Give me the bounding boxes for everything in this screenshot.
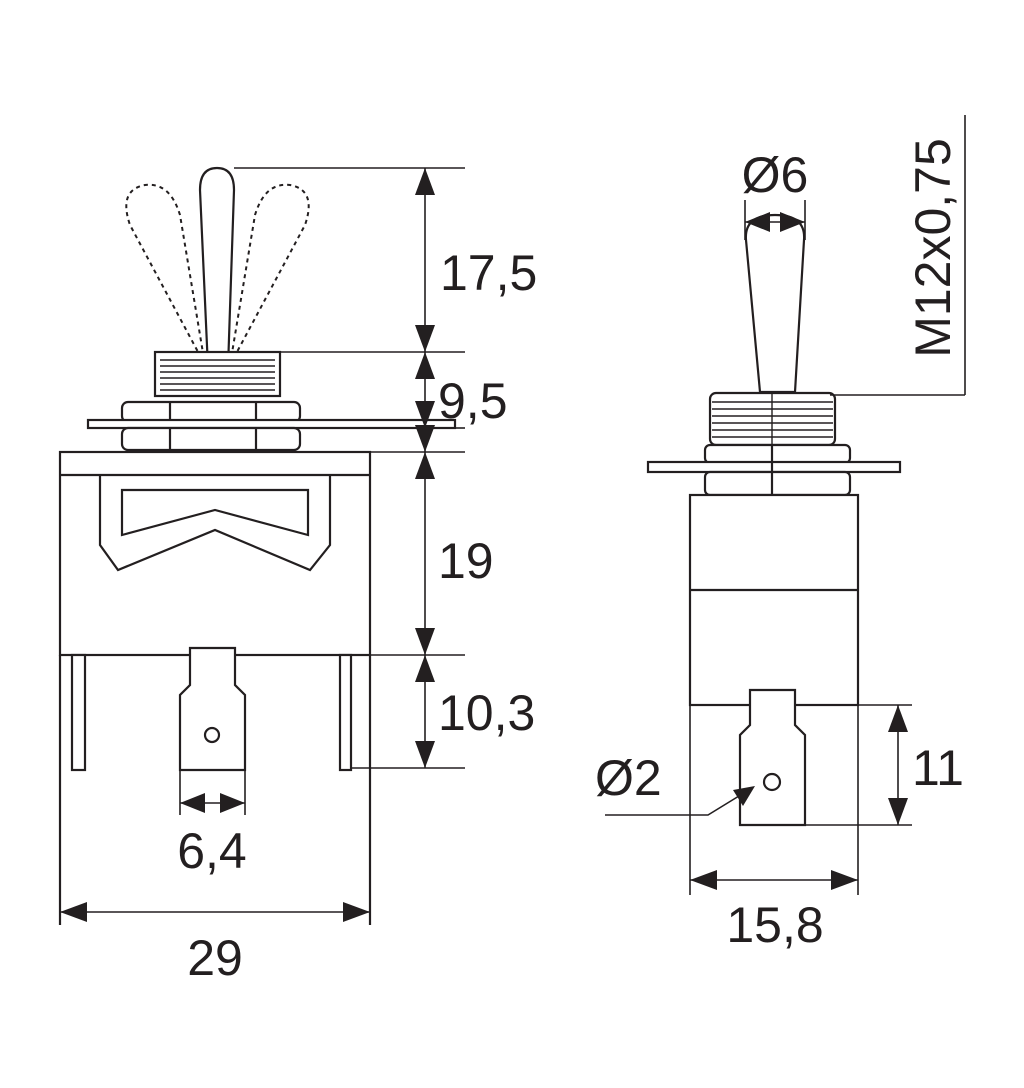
lever-left-position: [125, 183, 206, 366]
dim-terminal-width: 6,4: [177, 823, 247, 879]
dim-body-width: 29: [187, 930, 243, 986]
mounting-plate: [86, 418, 457, 430]
dim-body-depth: 15,8: [726, 897, 823, 953]
dim-terminal-length: 10,3: [438, 685, 535, 741]
dim-body-height: 19: [438, 533, 494, 589]
switch-body: [58, 450, 372, 657]
dim-terminal-hole: Ø2: [595, 750, 662, 806]
dim-lever-diameter: Ø6: [742, 147, 809, 203]
side-view: Ø6 M12x0,75 Ø2 11 15,8: [595, 115, 966, 953]
dim-side-terminal-length: 11: [912, 740, 964, 796]
terminal-hole: [762, 772, 782, 792]
front-view: 17,5 9,5 19 10,3 6,4 29: [58, 166, 537, 986]
left-terminal: [70, 653, 87, 772]
center-terminal: [178, 646, 247, 772]
side-body: [688, 493, 860, 707]
right-terminal: [338, 653, 353, 772]
side-plate: [646, 460, 902, 474]
lever-right-position: [229, 183, 310, 366]
side-terminal: [738, 688, 807, 827]
dim-lever-height: 17,5: [440, 245, 537, 301]
bottom-nut: [120, 426, 302, 452]
dim-bushing-height: 9,5: [438, 373, 508, 429]
side-lever: [744, 213, 806, 394]
dim-thread: M12x0,75: [905, 138, 961, 358]
lever: [198, 166, 236, 370]
